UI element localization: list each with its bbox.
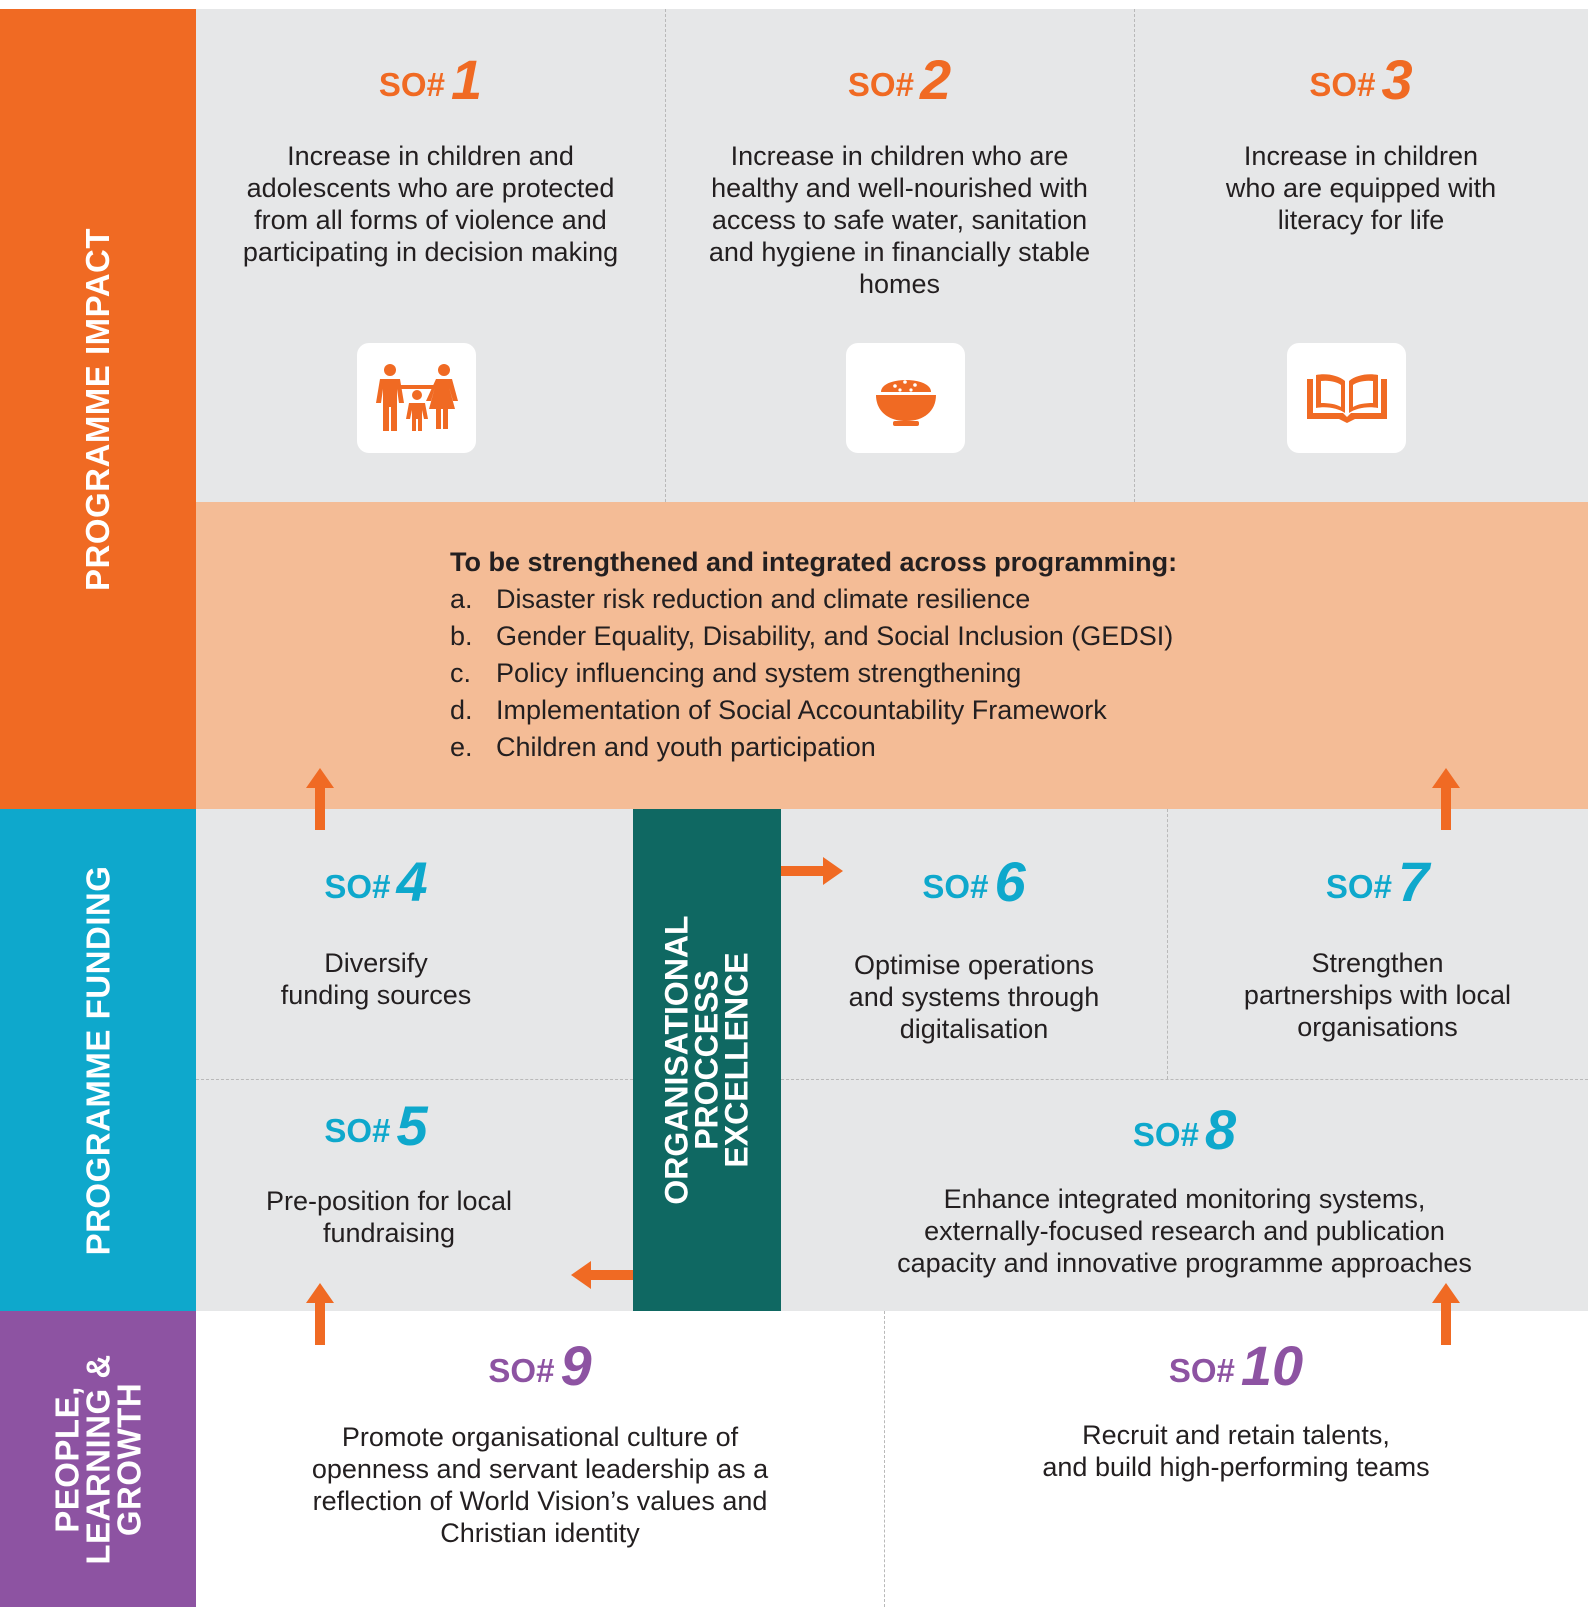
cross-cutting-item: c.Policy influencing and system strength…: [450, 658, 1022, 688]
so1-heading: SO#1: [378, 48, 483, 111]
programme-funding-label: PROGRAMME FUNDING: [79, 865, 117, 1255]
family-icon: [375, 364, 458, 431]
organisational-process-excellence: ORGANISATIONAL PROCCESS EXCELLENCE: [633, 809, 781, 1311]
arrow-right-icon: [781, 857, 843, 885]
arrow-up-icon: [1432, 1283, 1460, 1345]
so8-heading: SO#8: [1132, 1098, 1237, 1161]
so8-description: Enhance integrated monitoring systems, e…: [897, 1184, 1472, 1278]
so5-description: Pre-position for local fundraising: [265, 1186, 513, 1248]
so3-icon-box: [1287, 343, 1406, 453]
cross-cutting-item: d.Implementation of Social Accountabilit…: [450, 695, 1107, 725]
so6-description: Optimise operations and systems through …: [848, 950, 1100, 1044]
so2-description: Increase in children who are healthy and…: [708, 141, 1091, 299]
arrow-up-icon: [306, 1283, 334, 1345]
cross-cutting-item: e.Children and youth participation: [450, 732, 876, 762]
cross-cutting-item: a.Disaster risk reduction and climate re…: [450, 584, 1031, 614]
so7-heading: SO#7: [1325, 850, 1430, 913]
cross-cutting-item: b.Gender Equality, Disability, and Socia…: [450, 621, 1174, 651]
arrow-left-icon: [571, 1261, 633, 1289]
so3-description: Increase in children who are equipped wi…: [1225, 141, 1497, 235]
open-book-icon: [1306, 374, 1387, 423]
funding-divider-left: [196, 1079, 633, 1080]
so10-heading: SO#10: [1168, 1334, 1304, 1397]
cross-cutting-heading: To be strengthened and integrated across…: [450, 547, 1178, 577]
so4-heading: SO#4: [324, 850, 428, 913]
funding-left-panel: [196, 809, 633, 1311]
so9-so10-divider: [884, 1311, 885, 1607]
so1-icon-box: [357, 343, 476, 453]
so2-icon-box: [846, 343, 965, 453]
funding-right-panel: [781, 809, 1588, 1311]
programme-impact-band: PROGRAMME IMPACT: [0, 9, 196, 809]
so10-description: Recruit and retain talents, and build hi…: [1042, 1420, 1430, 1482]
food-bowl-icon: [875, 380, 936, 426]
so7-description: Strengthen partnerships with local organ…: [1243, 948, 1512, 1042]
so3-heading: SO#3: [1309, 48, 1413, 111]
so9-heading: SO#9: [488, 1334, 592, 1397]
people-learning-growth-label: PEOPLE, LEARNING & GROWTH: [48, 1353, 148, 1565]
so9-description: Promote organisational culture of openne…: [311, 1422, 769, 1548]
people-learning-growth-band: PEOPLE, LEARNING & GROWTH: [0, 1311, 196, 1607]
programme-funding-band: PROGRAMME FUNDING: [0, 809, 196, 1311]
so1-description: Increase in children and adolescents who…: [242, 141, 619, 267]
arrow-up-icon: [1432, 768, 1460, 830]
programme-impact-label: PROGRAMME IMPACT: [79, 227, 117, 591]
so6-so7-divider: [1167, 809, 1168, 1079]
arrow-up-icon: [306, 768, 334, 830]
so5-heading: SO#5: [324, 1094, 428, 1157]
funding-divider-right: [781, 1079, 1588, 1080]
so4-description: Diversify funding sources: [280, 948, 472, 1010]
cross-cutting-panel: [196, 502, 1588, 809]
so6-heading: SO#6: [922, 850, 1026, 913]
so2-heading: SO#2: [847, 48, 952, 111]
cross-cutting-list: To be strengthened and integrated across…: [450, 544, 1550, 766]
